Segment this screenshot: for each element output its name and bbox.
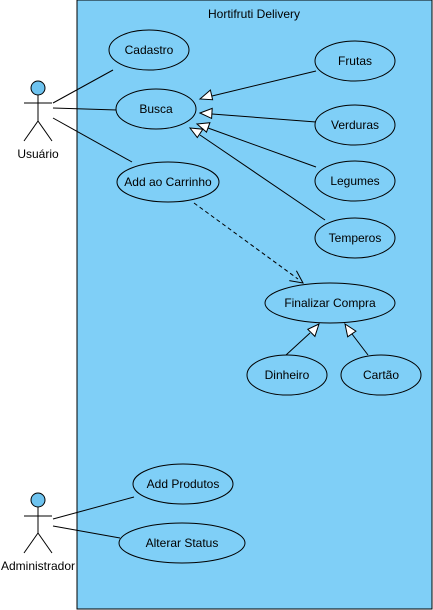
- use-case-legumes[interactable]: Legumes: [314, 160, 396, 202]
- assoc-usuario-cadastro: [52, 69, 114, 104]
- use-case-label: Dinheiro: [265, 368, 310, 382]
- dep-arrow-finalizar: [289, 270, 304, 284]
- assoc-usuario-busca: [52, 107, 118, 111]
- use-case-add-produtos[interactable]: Add Produtos: [132, 463, 234, 505]
- use-case-label: Finalizar Compra: [284, 296, 376, 310]
- use-case-busca[interactable]: Busca: [115, 88, 197, 130]
- generalization-lines: [188, 70, 369, 356]
- use-case-cartao[interactable]: Cartão: [340, 354, 422, 396]
- gen-arrow-temperos: [188, 127, 204, 139]
- gen-cartao-finalizar: [351, 333, 369, 356]
- use-case-label: Cadastro: [125, 43, 174, 57]
- gen-arrow-verduras: [198, 107, 213, 120]
- use-case-label: Legumes: [330, 174, 379, 188]
- assoc-admin-alterar-status: [52, 525, 121, 539]
- assoc-admin-add-produtos: [52, 496, 135, 520]
- actor-label: Usuário: [17, 147, 59, 161]
- use-case-dinheiro[interactable]: Dinheiro: [246, 354, 328, 396]
- dep-add-carrinho-finalizar: [193, 202, 299, 280]
- use-case-cadastro[interactable]: Cadastro: [108, 29, 190, 71]
- gen-legumes-busca: [207, 127, 317, 168]
- use-case-verduras[interactable]: Verduras: [314, 104, 396, 146]
- actor-head-icon: [30, 492, 46, 508]
- use-case-finalizar-compra[interactable]: Finalizar Compra: [264, 282, 396, 324]
- gen-arrow-cartao: [344, 322, 357, 338]
- use-case-label: Add Produtos: [147, 477, 220, 491]
- association-lines: [52, 69, 135, 539]
- gen-arrow-frutas: [198, 89, 214, 101]
- use-case-frutas[interactable]: Frutas: [314, 40, 396, 82]
- use-case-label: Alterar Status: [146, 536, 219, 550]
- gen-temperos-busca: [199, 134, 326, 221]
- use-case-label: Verduras: [331, 118, 379, 132]
- gen-frutas-busca: [211, 70, 317, 97]
- dependency-lines: [193, 202, 304, 284]
- gen-arrow-dinheiro: [306, 323, 320, 338]
- use-case-label: Add ao Carrinho: [124, 175, 212, 189]
- gen-arrow-legumes: [195, 122, 211, 133]
- actor-label: Administrador: [1, 559, 75, 573]
- use-case-label: Busca: [139, 102, 173, 116]
- actor-head-icon: [30, 80, 46, 96]
- gen-dinheiro-finalizar: [285, 332, 311, 356]
- use-case-label: Cartão: [363, 368, 399, 382]
- use-case-label: Frutas: [338, 54, 372, 68]
- use-case-alterar-status[interactable]: Alterar Status: [118, 522, 246, 564]
- system-title: Hortifruti Delivery: [208, 7, 300, 21]
- actor-administrador[interactable]: Administrador: [1, 492, 75, 573]
- assoc-usuario-add-carrinho: [52, 117, 133, 163]
- actor-usuario[interactable]: Usuário: [17, 80, 59, 161]
- use-case-add-ao-carrinho[interactable]: Add ao Carrinho: [116, 161, 220, 203]
- gen-verduras-busca: [211, 113, 317, 123]
- use-case-label: Temperos: [329, 231, 382, 245]
- use-case-temperos[interactable]: Temperos: [314, 217, 396, 259]
